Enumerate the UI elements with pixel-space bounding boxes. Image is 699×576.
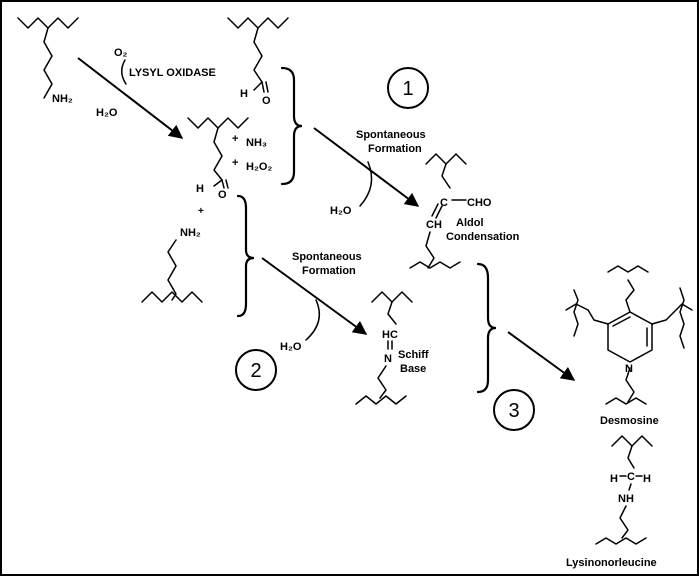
aldehyde-o: O [218,189,227,201]
svg-text:2: 2 [250,360,261,382]
step-3-marker: 3 [493,389,535,431]
lysinonorleucine-label: Lysinonorleucine [566,557,657,569]
lysyl-oxidase-arrow [77,57,184,139]
desmosine-label: Desmosine [600,415,659,427]
svg-text:3: 3 [508,400,519,422]
schiff-base-product: HC N [355,291,413,405]
step-1-marker: 1 [387,67,429,109]
h2o-curve [359,161,373,207]
plus-sign: + [232,157,238,169]
spontaneous-label: Spontaneous [292,251,362,263]
lysine-residue-top: NH₂ [17,17,79,105]
o2-curve [121,59,127,85]
spontaneous-label: Spontaneous [356,129,426,141]
lysine-residue-bottom: NH₂ [141,227,203,303]
aldol-c: C [440,197,448,209]
aldehyde-h: H [196,183,204,195]
pyridinium-n: N [625,363,633,375]
brace-top [280,66,303,186]
h2o-label: H₂O [330,205,352,217]
base-label: Base [400,363,426,375]
cho-group: CHO [467,197,492,209]
nh2-group: NH₂ [180,227,201,239]
lnl-h: H [643,473,651,485]
h2o-label: H₂O [280,341,302,353]
lysinonorleucine-structure: H C H NH [595,435,653,545]
brace-bottom [476,262,497,394]
condensation-label: Condensation [446,231,520,243]
desmosine-structure [565,265,693,405]
allysine-middle: H O [187,117,249,201]
ch-group: CH [426,219,442,231]
schiff-hc: HC [382,329,398,341]
schiff-n: N [384,353,392,365]
formation-label: Formation [368,143,422,155]
schiff-label: Schiff [398,349,429,361]
nh3-label: NH₃ [246,137,267,149]
aldol-label: Aldol [456,217,484,229]
nh2-group: NH₂ [52,93,73,105]
aldol-condensation-product: C CHO CH [409,153,492,269]
aldehyde-h: H [240,88,248,100]
aldol-arrow [313,127,420,207]
formation-label: Formation [302,265,356,277]
h2o2-label: H₂O₂ [246,161,272,173]
brace-middle [236,194,255,318]
o2-label: O₂ [114,47,128,59]
schiff-arrow [261,257,368,335]
lnl-h: H [610,473,618,485]
svg-text:1: 1 [402,78,413,100]
desmosine-arrow [507,331,576,381]
enzyme-label: LYSYL OXIDASE [129,67,216,79]
lnl-nh: NH [618,493,634,505]
step-2-marker: 2 [235,349,277,391]
aldehyde-o: O [262,95,271,107]
plus-sign: + [198,206,204,217]
h2o-label: H₂O [96,107,118,119]
h2o-curve [305,299,321,341]
allysine-top: H O [227,17,289,107]
lnl-c: C [627,471,635,483]
plus-sign: + [232,133,238,145]
